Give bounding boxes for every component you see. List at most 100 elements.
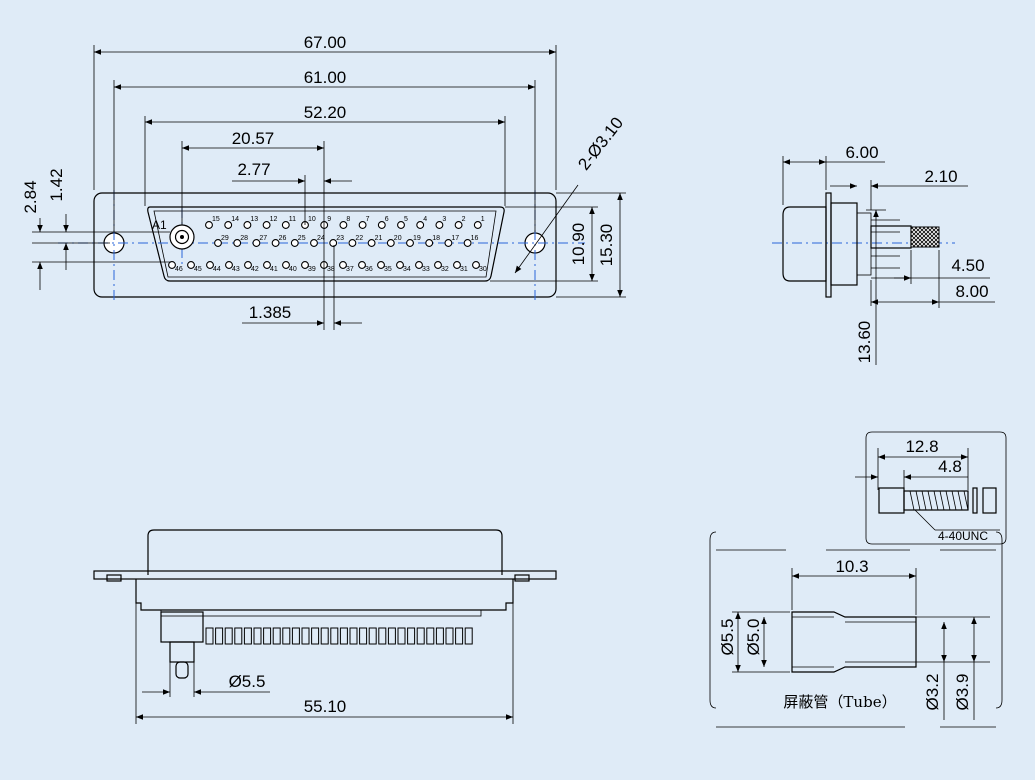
dim-1530: 15.30 [597, 224, 616, 267]
tail-pin [349, 627, 358, 645]
bottom-flange-tab-left [106, 574, 122, 582]
dim-50: Ø5.0 [744, 619, 763, 656]
pin-contact [224, 221, 233, 229]
pin-number: 32 [441, 266, 449, 273]
dim-55a: Ø5.5 [718, 619, 737, 656]
screw-frame [865, 431, 1007, 545]
pin-number: 14 [231, 216, 239, 223]
pin-contact [263, 261, 271, 269]
dim-103: 10.3 [835, 557, 868, 576]
pin-contact [463, 239, 472, 247]
pin-contact [290, 239, 299, 247]
tail-pin [387, 627, 396, 645]
pin-number: 33 [422, 266, 430, 273]
pin-number: 10 [308, 216, 316, 223]
pin-contact [434, 261, 442, 269]
dim-hole-dia: 2-Ø3.10 [574, 114, 627, 174]
pin-number: 15 [212, 216, 220, 223]
tail-pin [330, 627, 339, 645]
side-knurl-hatch [910, 226, 940, 248]
pin-contact [377, 221, 386, 229]
pin-number: 3 [442, 216, 446, 223]
pin-contact [205, 221, 213, 229]
pin-contact [244, 261, 252, 269]
pin-contact [367, 239, 376, 247]
pin-number: 40 [289, 266, 297, 273]
pin-contact [377, 261, 385, 269]
tube-label: 屏蔽管（Tube） [783, 693, 896, 711]
tail-pin [291, 627, 300, 645]
leader-thread [914, 509, 936, 531]
pin-number: 27 [259, 235, 267, 242]
pin-number: 34 [403, 266, 411, 273]
dim-39: Ø3.9 [953, 674, 972, 711]
tail-pin [368, 627, 377, 645]
pin-number: 22 [355, 235, 363, 242]
tube-detail: 10.3 Ø5.5 Ø5.0 Ø3.2 Ø3.9 屏蔽管（Tube） [709, 531, 1003, 728]
tail-pin [416, 627, 425, 645]
pin-contact [453, 261, 461, 269]
tail-pin [445, 627, 454, 645]
pin-contact [396, 261, 404, 269]
pin-number: 11 [289, 216, 296, 223]
pin-contact [233, 239, 242, 247]
dim-277: 2.77 [237, 160, 270, 179]
tail-pin [455, 627, 464, 645]
pin-number: 35 [384, 266, 392, 273]
pin-number: 29 [221, 235, 229, 242]
tail-pin [301, 627, 310, 645]
pin-number: 17 [451, 235, 459, 242]
dim-128: 12.8 [905, 437, 938, 456]
bottom-shell [147, 529, 503, 575]
tail-pin [282, 627, 291, 645]
pin-contact [339, 261, 347, 269]
tail-pin [215, 627, 224, 645]
coax-tail-tip [175, 661, 189, 679]
pin-contact [187, 261, 195, 269]
pin-contact [425, 239, 434, 247]
pin-contact [416, 221, 425, 229]
pin-contact [225, 261, 233, 269]
pin-number: 41 [270, 266, 278, 273]
nut [982, 487, 997, 514]
dim-450: 4.50 [951, 256, 984, 275]
dim-67: 67.00 [304, 33, 347, 52]
pin-contact [252, 239, 261, 247]
side-insulator [856, 212, 872, 276]
tail-pin [243, 627, 252, 645]
dim-600: 6.00 [845, 143, 878, 162]
pin-number: 5 [404, 216, 408, 223]
coax-label-a1: A1 [152, 218, 167, 232]
tail-pin [339, 627, 348, 645]
dim-1090: 10.90 [569, 223, 588, 266]
pin-contact [358, 261, 366, 269]
screw-thread [909, 490, 969, 511]
tail-pin [397, 627, 406, 645]
pin-number: 25 [298, 235, 306, 242]
pin-number: 20 [394, 235, 402, 242]
pin-contact [271, 239, 280, 247]
thread-spec: 4-40UNC [938, 529, 988, 543]
tail-pin [224, 627, 233, 645]
tail-pin [359, 627, 368, 645]
pin-contact [386, 239, 395, 247]
pin-number: 44 [213, 266, 221, 273]
bottom-insulator [160, 609, 482, 617]
tube-frame-right [995, 531, 1003, 709]
pin-number: 36 [365, 266, 373, 273]
dim-800: 8.00 [955, 282, 988, 301]
pin-number: 31 [460, 266, 468, 273]
bottom-flange [93, 570, 557, 580]
coax-tail-tube [169, 641, 195, 663]
pin-contact [435, 221, 444, 229]
pin-contact [397, 221, 405, 229]
tail-pin [272, 627, 281, 645]
tail-pin [464, 627, 473, 645]
pin-number: 8 [346, 216, 350, 223]
pin-number: 39 [308, 266, 316, 273]
side-coax-body [870, 225, 912, 249]
dim-55b: Ø5.5 [229, 672, 266, 691]
